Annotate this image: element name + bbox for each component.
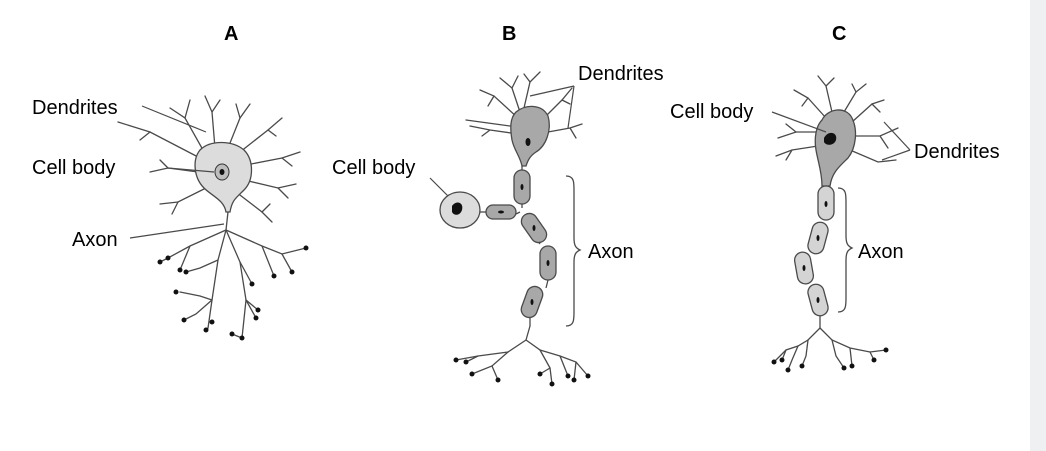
panel-c-axon-brace: [837, 187, 854, 313]
panel-c: C: [670, 23, 1000, 373]
panel-b-axon-brace: [565, 175, 582, 327]
panel-c-nucleus: [824, 132, 837, 145]
panel-b-dendrites: [465, 71, 583, 139]
panel-c-cell-body-label: Cell body: [670, 101, 753, 123]
panel-b-terminal-boutons: [453, 357, 591, 387]
panel-b-cell-body-label: Cell body: [332, 157, 415, 179]
panel-b-nucleus: [525, 138, 531, 146]
panel-c-letter: C: [832, 23, 846, 45]
panel-b-myelin-nuclei: [498, 184, 550, 305]
panel-b-letter: B: [502, 23, 516, 45]
panel-a-terminal-boutons: [157, 245, 309, 341]
panel-c-dendrites: [775, 75, 899, 163]
panel-a-letter: A: [224, 23, 238, 45]
panel-b-axon-terminals: [455, 325, 589, 385]
panel-a-cell-body-label: Cell body: [32, 157, 115, 179]
panel-b-myelin-sheaths: [485, 169, 557, 319]
page-edge-shading: [1030, 0, 1046, 451]
panel-b-cell-body: [510, 105, 550, 167]
panel-a-dendrites-label: Dendrites: [32, 97, 118, 119]
panel-a: A: [32, 23, 309, 341]
panel-b-leaders: [429, 85, 575, 197]
panel-a-nucleolus: [219, 169, 225, 175]
panel-c-myelin-sheaths: [793, 185, 835, 317]
panel-c-dendrites-label: Dendrites: [914, 141, 1000, 163]
panel-b-dendrites-label: Dendrites: [578, 63, 664, 85]
panel-c-terminal-boutons: [771, 347, 889, 373]
panel-c-axon-label: Axon: [858, 241, 904, 263]
panel-b-round-nucleus: [452, 202, 463, 215]
panel-a-axon-label: Axon: [72, 229, 118, 251]
panel-c-axon-terminals: [773, 315, 887, 371]
panel-b-axon-label: Axon: [588, 241, 634, 263]
panel-a-leaders: [129, 105, 225, 239]
panel-b: B: [332, 23, 664, 387]
panel-a-axon-terminals: [159, 211, 307, 339]
panel-a-dendrites: [117, 95, 301, 223]
panel-c-cell-body: [814, 109, 857, 187]
panel-c-myelin-nuclei: [802, 201, 828, 303]
panel-c-leaders: [771, 111, 911, 161]
